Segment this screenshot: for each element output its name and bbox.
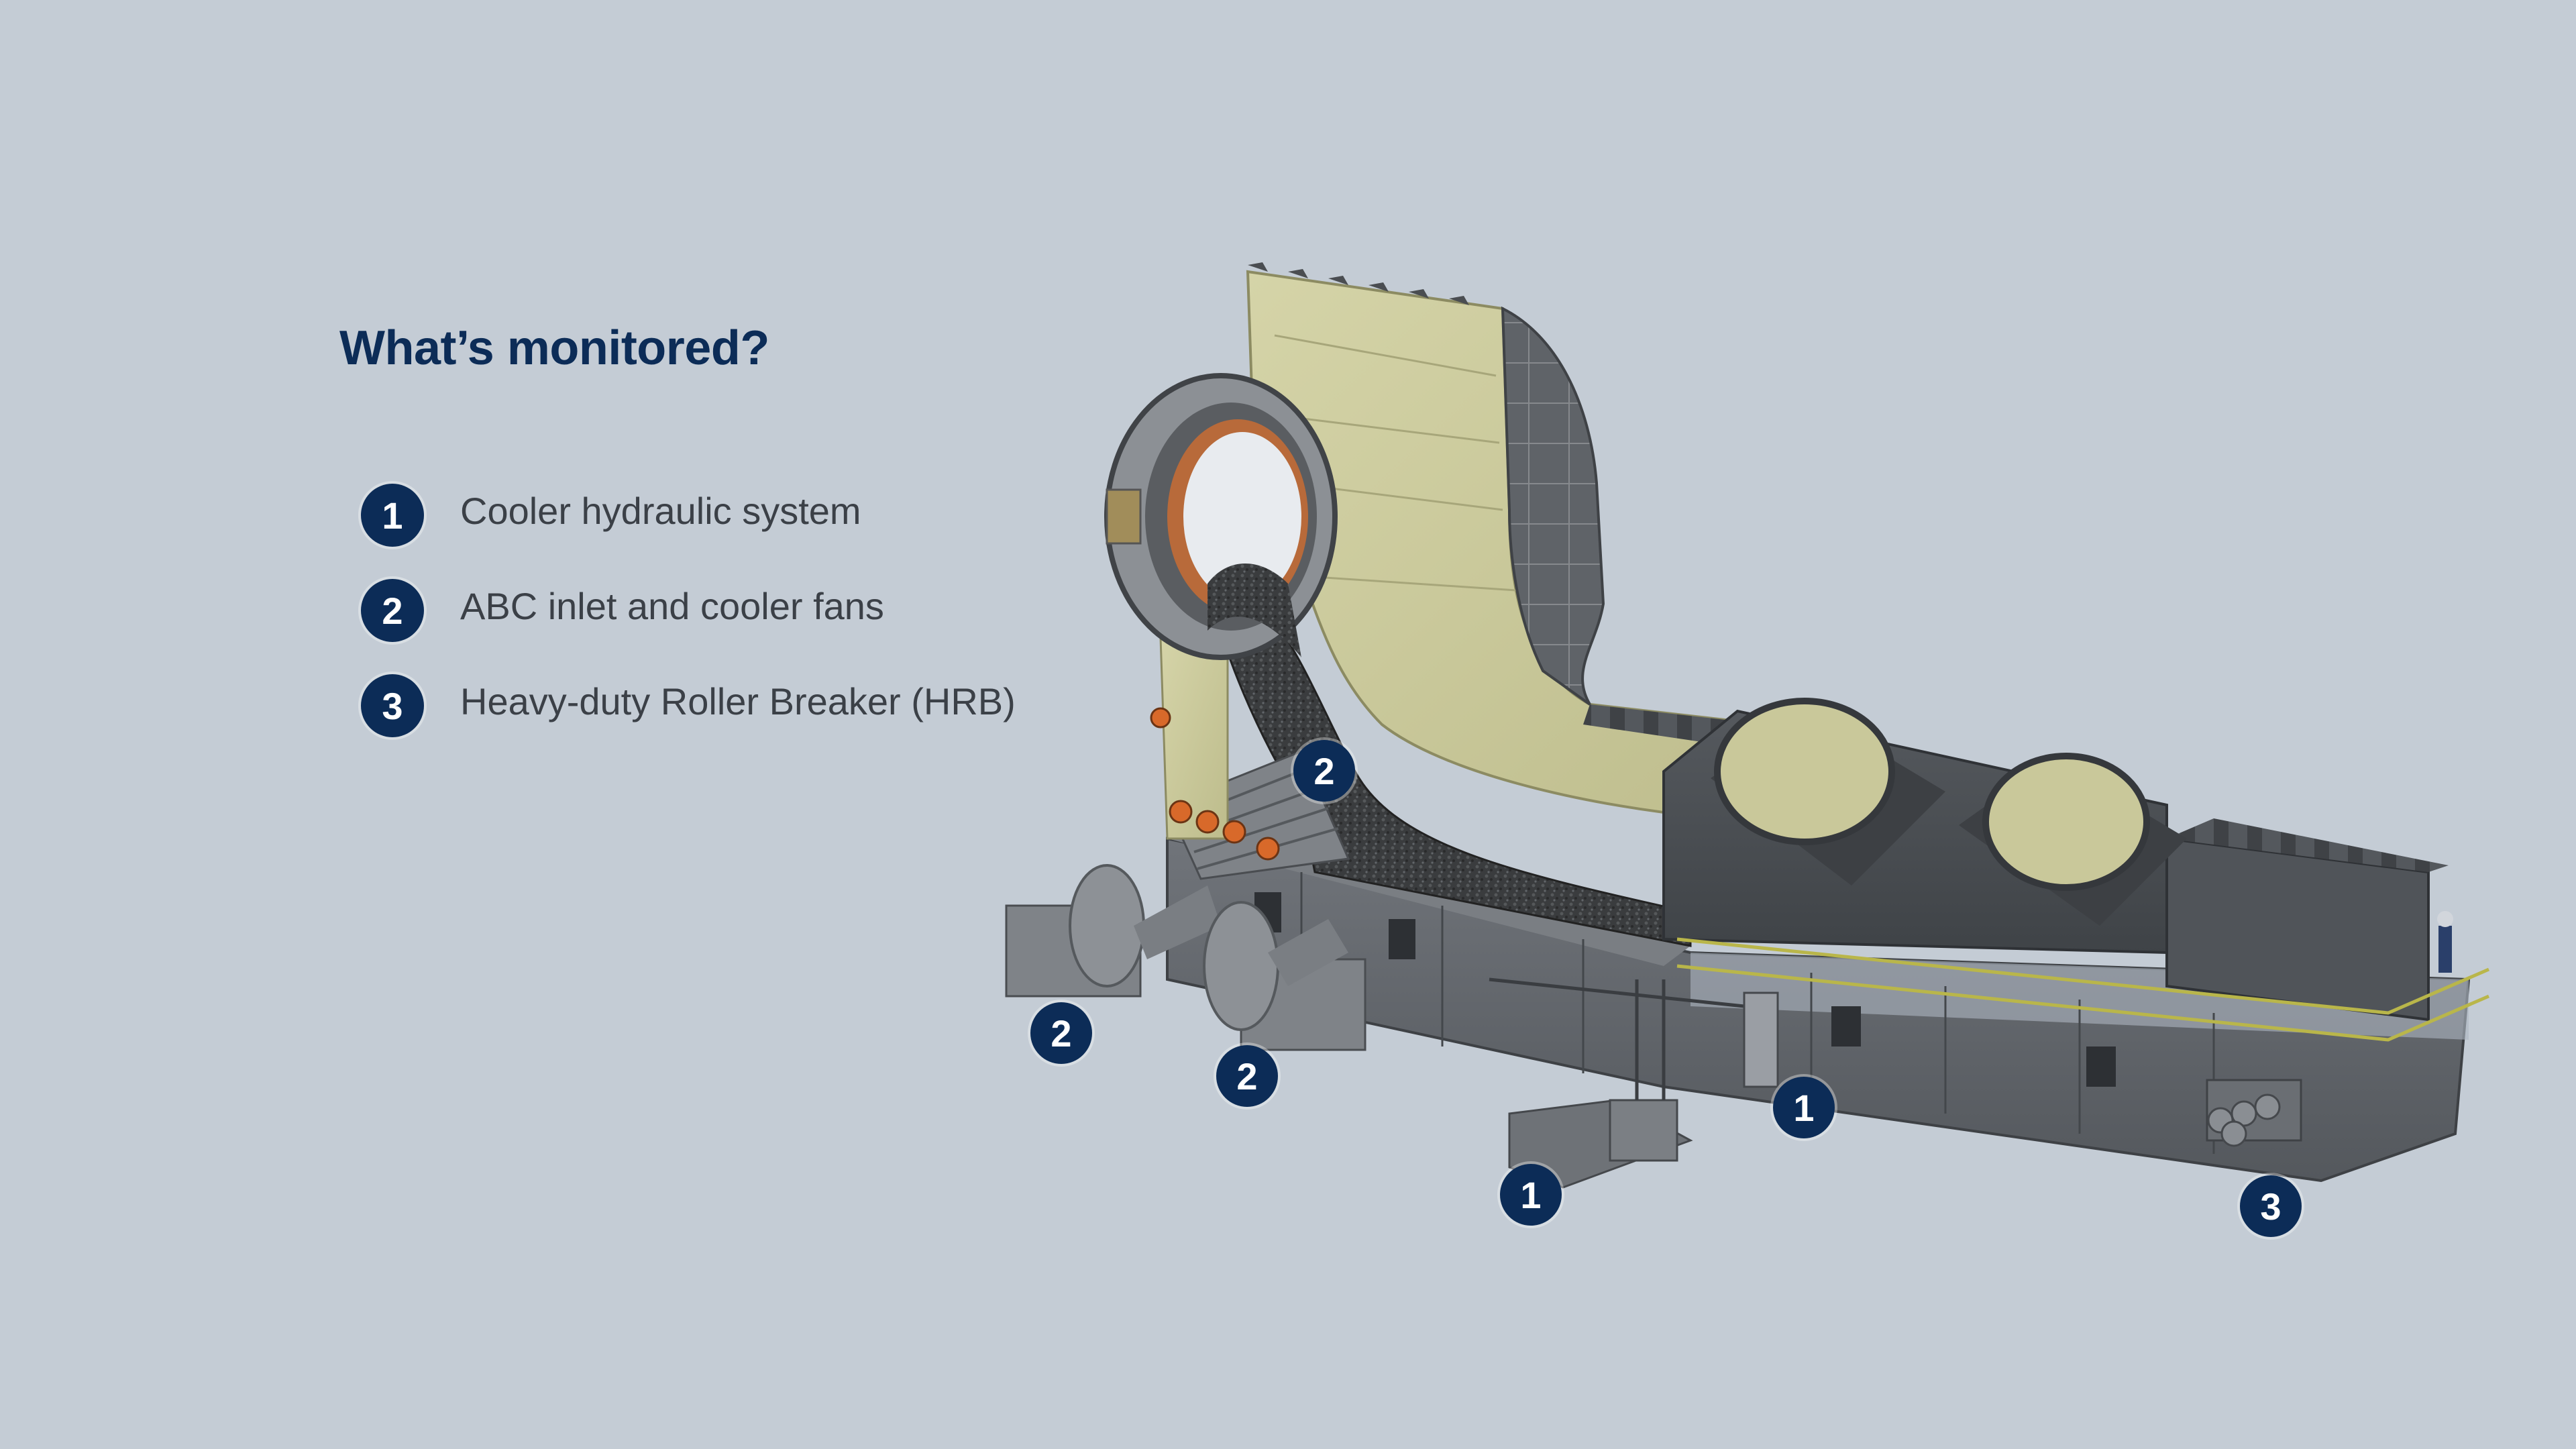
person-figure (2438, 926, 2452, 973)
roller-breaker (2206, 1079, 2302, 1147)
callout-roller-breaker[interactable]: 3 (2240, 1175, 2302, 1237)
hydraulic-power-unit (1489, 977, 1779, 1189)
page-title: What’s monitored? (339, 321, 769, 375)
callout-fan-right[interactable]: 2 (1216, 1045, 1278, 1107)
number-badge: 3 (361, 674, 424, 737)
cooler-fan-right (1203, 901, 1366, 1051)
fan-hood-1 (1711, 698, 1945, 885)
legend-label: ABC inlet and cooler fans (460, 584, 884, 627)
fan-hood-2 (1959, 753, 2187, 926)
number-badge: 2 (361, 579, 424, 642)
hydraulic-actuators (1150, 707, 1280, 861)
legend-item-fans: 2 ABC inlet and cooler fans (361, 578, 1016, 643)
walkway-railing (1676, 937, 2489, 1042)
callout-fans-inlet[interactable]: 2 (1293, 740, 1355, 802)
number-badge: 1 (361, 484, 424, 547)
callout-hydraulic-cylinder[interactable]: 1 (1773, 1077, 1835, 1138)
kiln-outlet-ring (1104, 373, 1338, 660)
legend-label: Heavy-duty Roller Breaker (HRB) (460, 680, 1016, 722)
legend-item-roller-breaker: 3 Heavy-duty Roller Breaker (HRB) (361, 674, 1016, 738)
cooler-fan-hoods (1662, 698, 2489, 1042)
callout-fan-left[interactable]: 2 (1030, 1002, 1092, 1064)
monitored-legend: 1 Cooler hydraulic system 2 ABC inlet an… (361, 483, 1016, 769)
cooler-fan-left (1005, 864, 1221, 998)
legend-label: Cooler hydraulic system (460, 489, 861, 532)
callout-hydraulic-unit[interactable]: 1 (1500, 1164, 1562, 1226)
legend-item-hydraulic: 1 Cooler hydraulic system (361, 483, 1016, 547)
